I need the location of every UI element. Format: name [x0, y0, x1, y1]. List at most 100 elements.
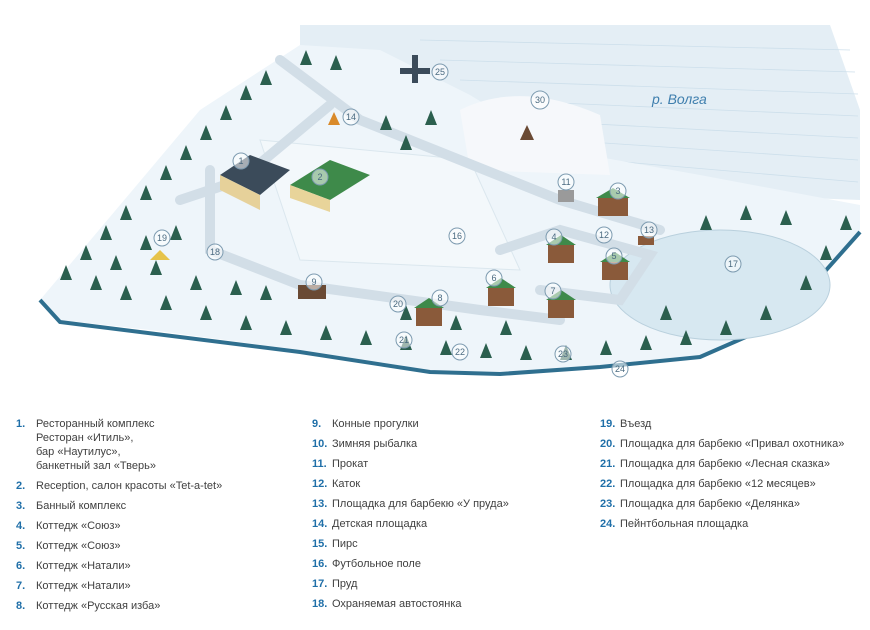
marker-23: 23: [554, 345, 572, 363]
svg-text:7: 7: [550, 286, 555, 296]
legend-item-number: 17.: [312, 578, 328, 590]
legend-item-number: 19.: [600, 418, 616, 430]
legend-item-text: Площадка для барбекю «Привал охотника»: [620, 438, 845, 450]
legend-item-number: 4.: [16, 520, 26, 532]
legend-item: 22.Площадка для барбекю «12 месяцев»: [600, 477, 865, 491]
rental-hut: [558, 190, 574, 202]
legend-item-number: 2.: [16, 480, 26, 492]
river-label: р. Волга: [651, 91, 707, 107]
marker-18: 18: [206, 243, 224, 261]
legend-item-text: Площадка для барбекю «Делянка»: [620, 498, 800, 510]
marker-10: 30: [530, 90, 550, 110]
legend-item-number: 8.: [16, 600, 26, 612]
fishing-hut: [520, 125, 534, 140]
svg-text:21: 21: [399, 335, 409, 345]
legend-item-text: Коттедж «Союз»: [36, 520, 121, 532]
svg-text:23: 23: [558, 349, 568, 359]
legend-item-text: Прокат: [332, 458, 369, 470]
legend-item: 23. Площадка для барбекю «Делянка»: [600, 497, 865, 511]
bbq-13: [638, 236, 654, 245]
legend-item-number: 1.: [16, 418, 26, 430]
legend-item: 12. Каток: [312, 477, 592, 491]
svg-text:24: 24: [615, 364, 625, 374]
legend-column-1: 1.Ресторанный комплекс Ресторан «Итиль»,…: [16, 417, 296, 619]
legend-item-number: 6.: [16, 560, 26, 572]
svg-text:18: 18: [210, 247, 220, 257]
legend-item-number: 7.: [16, 580, 26, 592]
marker-16: 16: [448, 227, 466, 245]
legend-item-number: 9.: [312, 418, 322, 430]
marker-15: 25: [431, 63, 449, 81]
legend-item-number: 14.: [312, 518, 328, 530]
marker-7: 7: [544, 282, 562, 300]
legend-item: 4. Коттедж «Союз»: [16, 519, 296, 533]
legend-item-text: Зимняя рыбалка: [332, 438, 418, 450]
legend-item-number: 24.: [600, 518, 616, 530]
legend-item-number: 5.: [16, 540, 26, 552]
legend-item: 15. Пирс: [312, 537, 592, 551]
legend-item-number: 22.: [600, 478, 616, 490]
legend-item: 20.Площадка для барбекю «Привал охотника…: [600, 437, 865, 451]
legend-item: 9. Конные прогулки: [312, 417, 592, 431]
legend-item: 19.Въезд: [600, 417, 865, 431]
svg-text:9: 9: [311, 277, 316, 287]
svg-text:3: 3: [615, 186, 620, 196]
marker-5: 5: [605, 247, 623, 265]
legend-item-number: 3.: [16, 500, 26, 512]
svg-text:17: 17: [728, 259, 738, 269]
resort-map: 1 2 3 4 5 6 7 8 9 30 11 12 13 14 25 16 1…: [38, 25, 862, 378]
svg-text:30: 30: [535, 95, 545, 105]
svg-text:19: 19: [157, 233, 167, 243]
legend-item-text: Пирс: [332, 538, 358, 550]
legend-item-text: Пейнтбольная площадка: [620, 518, 749, 530]
pond: [609, 229, 831, 341]
legend-item: 2.Reception, салон красоты «Tet-a-tet»: [16, 479, 296, 493]
legend-item-text: Конные прогулки: [332, 418, 419, 430]
svg-text:11: 11: [561, 177, 570, 187]
legend-item-text: Каток: [332, 478, 361, 490]
legend-item-number: 12.: [312, 478, 328, 490]
svg-text:25: 25: [435, 67, 445, 77]
marker-20: 20: [389, 295, 407, 313]
legend-item-number: 15.: [312, 538, 328, 550]
legend-item: 5. Коттедж «Союз»: [16, 539, 296, 553]
legend-item: 21.Площадка для барбекю «Лесная сказка»: [600, 457, 865, 471]
legend-item-number: 18.: [312, 598, 328, 610]
ice-field: [460, 96, 610, 175]
legend-item: 14.Детская площадка: [312, 517, 592, 531]
legend-item-text: Коттедж «Союз»: [36, 540, 121, 552]
legend-item: 10. Зимняя рыбалка: [312, 437, 592, 451]
legend-column-2: 9. Конные прогулки 10. Зимняя рыбалка 11. Про…: [312, 417, 592, 617]
marker-11: 11: [557, 173, 575, 191]
legend-item-number: 16.: [312, 558, 328, 570]
legend-item: 16. Футбольное поле: [312, 557, 592, 571]
marker-9: 9: [305, 273, 323, 291]
legend-item-number: 10.: [312, 438, 328, 450]
legend-item-number: 21.: [600, 458, 616, 470]
marker-3: 3: [609, 182, 627, 200]
marker-17: 17: [724, 255, 742, 273]
legend-item: 7.Коттедж «Натали»: [16, 579, 296, 593]
svg-text:8: 8: [437, 293, 442, 303]
map-markers: 1 2 3 4 5 6 7 8 9 30 11 12 13 14 25 16 1…: [153, 63, 742, 378]
marker-21: 21: [395, 331, 413, 349]
map-legend: 1.Ресторанный комплекс Ресторан «Итиль»,…: [0, 405, 870, 630]
marker-12: 12: [595, 226, 613, 244]
legend-item-text: Коттедж «Русская изба»: [36, 600, 161, 612]
marker-24: 24: [611, 360, 629, 378]
legend-item-text: Футбольное поле: [332, 558, 421, 570]
svg-text:4: 4: [551, 232, 556, 242]
legend-item: 6.Коттедж «Натали»: [16, 559, 296, 573]
legend-item-number: 13.: [312, 498, 328, 510]
svg-text:5: 5: [611, 251, 616, 261]
marker-22: 22: [451, 343, 469, 361]
svg-text:6: 6: [491, 273, 496, 283]
entrance: [150, 250, 170, 260]
legend-item: 3.Банный комплекс: [16, 499, 296, 513]
marker-4: 4: [545, 228, 563, 246]
legend-item: 17.Пруд: [312, 577, 592, 591]
svg-text:20: 20: [393, 299, 403, 309]
legend-item-number: 11.: [312, 458, 327, 470]
svg-text:13: 13: [644, 225, 654, 235]
legend-item-number: 23.: [600, 498, 616, 510]
